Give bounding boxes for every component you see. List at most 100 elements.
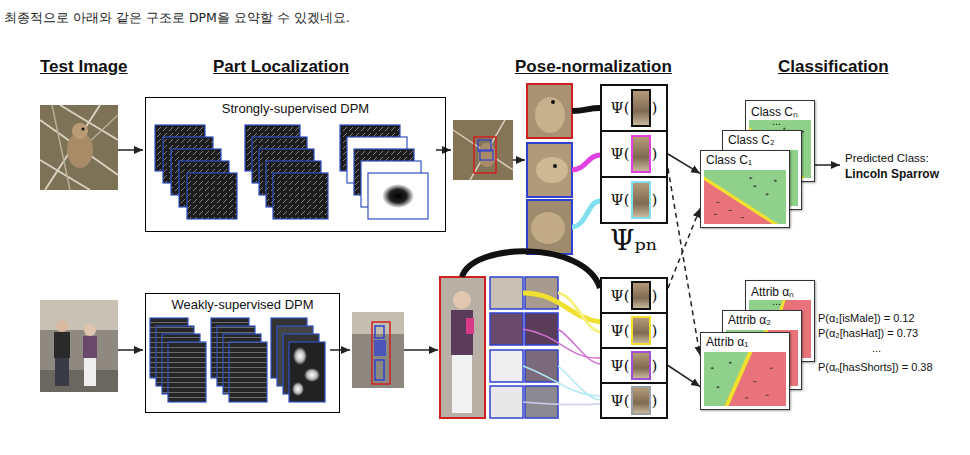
hog-filter-stack bbox=[155, 125, 428, 219]
person-crop-part bbox=[490, 277, 523, 309]
column-header: Classification bbox=[778, 57, 889, 77]
part-link-curve-part bbox=[558, 366, 600, 400]
feature-box: Ψ() bbox=[600, 277, 668, 314]
test-image-people-part bbox=[40, 300, 118, 392]
feature-bracket: ) bbox=[652, 145, 658, 163]
feature-bracket: Ψ( bbox=[611, 287, 630, 305]
test-image-bird-part bbox=[40, 105, 118, 190]
test-image-bird-part bbox=[72, 123, 88, 139]
hog-filter-stack-part bbox=[304, 368, 320, 382]
test-image-people-part bbox=[40, 300, 118, 330]
part-thumbnail bbox=[631, 181, 651, 219]
hog-filter-stack-part bbox=[382, 184, 414, 208]
feature-box: Ψ() bbox=[600, 130, 668, 178]
classifier-plot-holder bbox=[704, 352, 786, 406]
flow-arrow-part bbox=[118, 349, 143, 351]
feature-symbol: Ψₚₙ bbox=[610, 224, 658, 257]
localized-bird-image-part bbox=[478, 143, 496, 167]
part-thumbnail bbox=[631, 351, 651, 380]
part-link-curve-part bbox=[523, 329, 600, 358]
part-thumbnail bbox=[631, 281, 651, 310]
person-crop-part bbox=[490, 386, 523, 418]
part-link-curve-part bbox=[558, 329, 600, 364]
classifier-name: Attrib α₂ bbox=[728, 313, 771, 327]
hog-filter-stack-part bbox=[289, 342, 325, 402]
localized-person-image-part bbox=[374, 340, 386, 356]
feature-bracket: ) bbox=[652, 99, 658, 117]
localized-bird-image-part bbox=[480, 150, 493, 160]
flow-arrow-part bbox=[436, 149, 451, 151]
feature-bracket: Ψ( bbox=[611, 322, 630, 340]
decision-boundary bbox=[704, 175, 779, 224]
dpm-box: Weakly-supervised DPM bbox=[145, 293, 340, 413]
part-crop bbox=[527, 84, 572, 254]
ellipsis: ... bbox=[772, 295, 781, 307]
feature-bracket: Ψ( bbox=[611, 357, 630, 375]
flow-arrow-part bbox=[404, 349, 438, 351]
flow-arrow-part bbox=[118, 149, 143, 151]
localized-bird-image-part bbox=[453, 120, 513, 180]
classifier-name: Class C₂ bbox=[728, 133, 775, 147]
ellipsis: ... bbox=[872, 342, 881, 354]
result-label: Predicted Class: bbox=[845, 152, 929, 164]
sample-marks bbox=[711, 362, 773, 398]
part-link-curve-part bbox=[572, 201, 600, 227]
ellipsis: ... bbox=[772, 115, 781, 127]
classifier-name: Attrib α₁ bbox=[706, 335, 748, 349]
person-crop-part bbox=[451, 310, 473, 355]
part-link-curve-part bbox=[523, 402, 600, 405]
person-crop-part bbox=[440, 277, 485, 418]
test-image-people-part bbox=[84, 324, 96, 336]
part-link-curve-part bbox=[558, 293, 600, 332]
flow-arrow-part bbox=[513, 159, 525, 161]
feature-box: Ψ() bbox=[600, 382, 668, 419]
hog-filter-stack-part bbox=[273, 173, 328, 219]
part-thumbnail bbox=[631, 316, 651, 345]
test-image-people bbox=[40, 300, 118, 392]
test-image-people-part bbox=[55, 358, 69, 386]
hog-filter-stack-part bbox=[292, 382, 304, 396]
person-crop bbox=[440, 277, 558, 418]
classifier-card: Class C₁ bbox=[700, 150, 790, 228]
hog-filter-stack bbox=[150, 318, 325, 402]
connector-arrow bbox=[668, 366, 700, 387]
test-image-bird-part bbox=[82, 128, 85, 131]
feature-bracket: Ψ( bbox=[611, 191, 630, 209]
classifier-plot bbox=[704, 352, 786, 406]
part-link-curve-part bbox=[462, 251, 600, 288]
part-link-curve-part bbox=[523, 366, 600, 396]
hog-filter-stack-part bbox=[229, 342, 267, 402]
hog-filter-stack-part bbox=[168, 342, 206, 402]
feature-bracket: Ψ( bbox=[611, 99, 630, 117]
localized-person-image-part bbox=[375, 360, 384, 380]
result-value: Lincoln Sparrow bbox=[845, 167, 939, 181]
localized-person-image bbox=[352, 312, 404, 388]
feature-bracket: ) bbox=[652, 191, 658, 209]
feature-bracket: Ψ( bbox=[611, 145, 630, 163]
page-note: 최종적으로 아래와 같은 구조로 DPM을 요약할 수 있겠네요. bbox=[4, 10, 350, 27]
part-link-curve-part bbox=[523, 293, 600, 322]
hog-filter-stack-part bbox=[368, 173, 428, 219]
localized-person-image-part bbox=[352, 312, 404, 334]
test-image-bird-part bbox=[52, 105, 118, 190]
test-image-people-part bbox=[54, 332, 70, 358]
dashed-arrow bbox=[668, 168, 700, 355]
probability-label: P(α₁[isMale]) = 0.12 bbox=[818, 312, 915, 324]
feature-box: Ψ() bbox=[600, 176, 668, 224]
part-link-curve-part bbox=[572, 155, 600, 170]
feature-box: Ψ() bbox=[600, 84, 668, 132]
person-crop-part bbox=[466, 318, 474, 334]
test-image-people-part bbox=[56, 320, 68, 332]
positive-region bbox=[704, 352, 749, 406]
part-crop-part bbox=[527, 200, 572, 254]
person-crop-part bbox=[490, 350, 523, 382]
hog-filter-stack-part bbox=[293, 347, 307, 365]
localized-bird-image-part bbox=[478, 140, 491, 151]
dpm-box: Strongly-supervised DPM bbox=[145, 97, 446, 232]
localized-bird-image-part bbox=[453, 120, 513, 180]
part-crop-part bbox=[527, 143, 572, 197]
classifier-plot-holder bbox=[704, 170, 786, 224]
person-crop-part bbox=[452, 355, 472, 413]
test-image-people-part bbox=[84, 358, 96, 386]
feature-box: Ψ() bbox=[600, 312, 668, 349]
